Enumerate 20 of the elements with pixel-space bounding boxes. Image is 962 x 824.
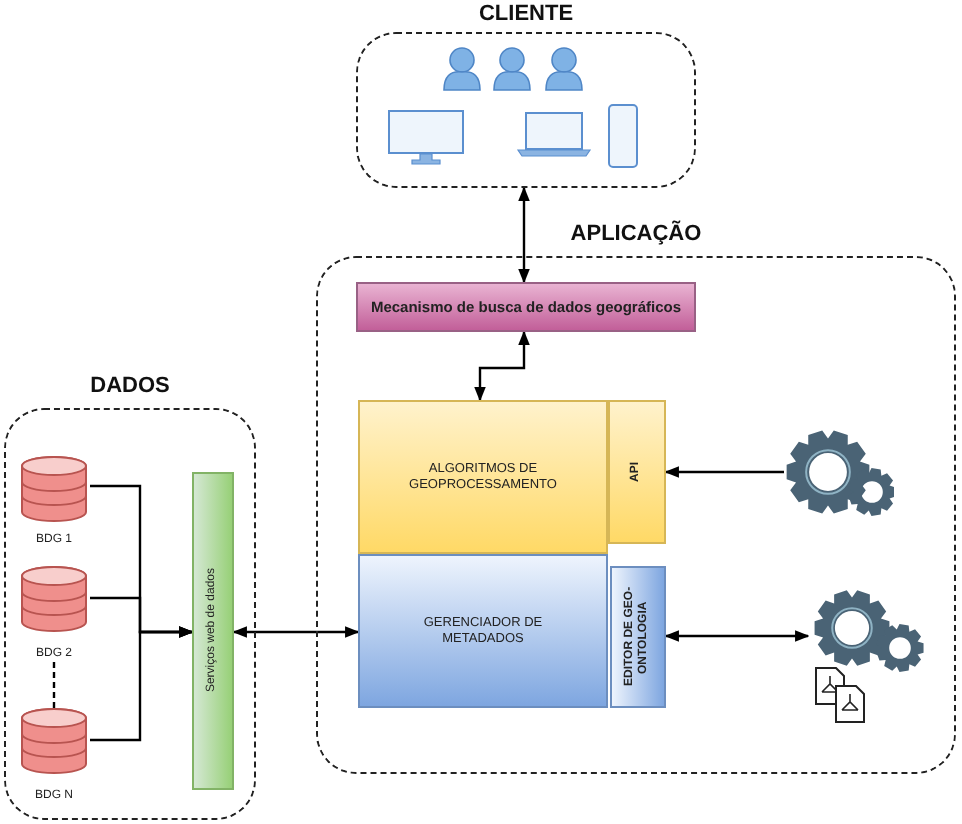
- arrow: [90, 626, 194, 742]
- group-title: DADOS: [88, 372, 172, 400]
- group-container: [4, 372, 256, 820]
- group-title: CLIENTE: [476, 0, 576, 28]
- arrow: [664, 466, 784, 478]
- connector-line: [52, 662, 56, 708]
- process-box: [356, 282, 696, 332]
- process-box: [358, 400, 608, 554]
- group-container: [316, 220, 956, 774]
- arrow: [664, 630, 810, 642]
- arrow: [474, 330, 530, 402]
- group-container: [356, 0, 696, 188]
- arrow: [232, 626, 360, 638]
- gears-icon: [784, 428, 894, 520]
- side-panel: [610, 566, 666, 708]
- service-bar: [192, 472, 234, 790]
- arrow: [518, 186, 530, 284]
- side-panel: [608, 400, 666, 544]
- process-box: [358, 554, 608, 708]
- group-title: APLICAÇÃO: [568, 220, 704, 248]
